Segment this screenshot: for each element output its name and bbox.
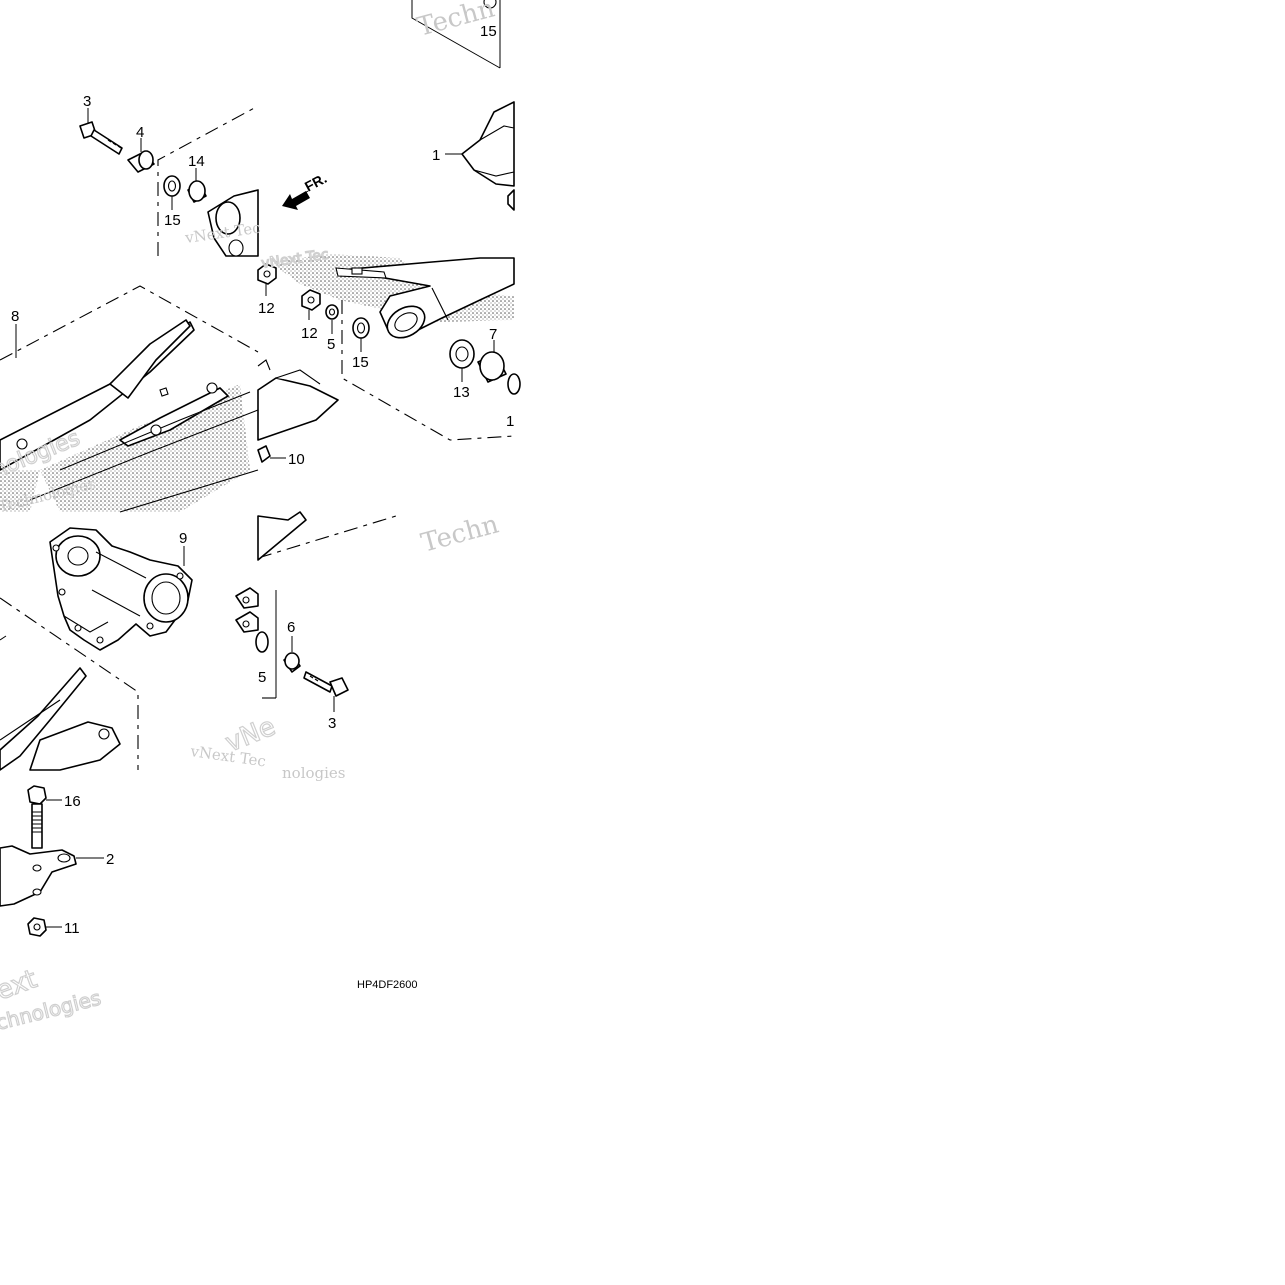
callout-11: 11 (64, 920, 80, 937)
callout-5-lower: 5 (258, 669, 266, 686)
collar-6 (283, 636, 301, 673)
diagram-code: HP4DF2600 (357, 979, 418, 991)
callout-16: 16 (64, 793, 81, 810)
bearing-13 (449, 339, 475, 382)
callout-9: 9 (179, 530, 187, 547)
callout-10: 10 (288, 451, 305, 468)
panel-swingarm-pivot: 1 FR. (282, 101, 515, 211)
callout-13: 13 (453, 384, 470, 401)
callout-3-upper: 3 (83, 93, 91, 110)
panel-bracket: 16 2 11 ext chnologies (0, 785, 114, 1035)
panel-top-fragment: 15 Techn (411, 0, 501, 69)
callout-1-clipped: 1 (506, 413, 514, 430)
nut-11 (27, 917, 62, 937)
collar-5-middle (325, 304, 339, 334)
callout-12-b: 12 (301, 325, 318, 342)
callout-15-top: 15 (480, 23, 497, 40)
fr-label: FR. (302, 170, 329, 195)
bolt-3-upper (79, 108, 123, 155)
callout-1-upper: 1 (432, 147, 440, 164)
watermark-techn-lower: Techn (418, 509, 502, 558)
callout-4: 4 (136, 124, 144, 141)
callout-6: 6 (287, 619, 295, 636)
bearing-15-upper (163, 175, 181, 210)
panel-swingarm-frame: 8 Technologies nologies (0, 285, 259, 516)
callout-2: 2 (106, 851, 114, 868)
collar-4 (127, 138, 155, 173)
callout-15-upper: 15 (164, 212, 181, 229)
callout-12-a: 12 (258, 300, 275, 317)
bolt-16 (27, 785, 62, 849)
callout-3-lower: 3 (328, 715, 336, 732)
callout-7: 7 (489, 326, 497, 343)
callout-5-middle: 5 (327, 336, 335, 353)
front-direction-arrow: FR. (282, 170, 329, 210)
callout-14: 14 (188, 153, 205, 170)
panel-bushing-middle: 12 12 5 15 13 7 (257, 246, 521, 468)
watermark-nologies-lower: nologies (282, 764, 346, 782)
callout-15-middle: 15 (352, 354, 369, 371)
bolt-3-lower (303, 671, 349, 712)
callout-8: 8 (11, 308, 19, 325)
panel-bushing-upper: 3 4 15 14 vNext Tec (79, 93, 262, 257)
bearing-15-middle (352, 317, 370, 352)
nut-12-b (301, 289, 321, 320)
bushing-14 (187, 168, 207, 203)
bushing-7 (477, 340, 507, 383)
nut-12-a (257, 263, 277, 296)
panel-hub-carrier: 9 (0, 527, 193, 771)
bracket-2 (0, 845, 104, 907)
bolt-10 (257, 445, 286, 463)
panel-bushing-lower: 5 6 3 Techn vNe vNext Tec nologies (188, 509, 502, 782)
